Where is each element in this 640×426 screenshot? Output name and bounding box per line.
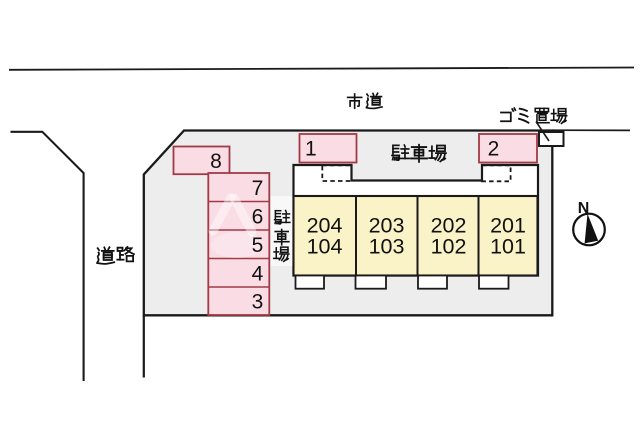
svg-text:102: 102	[431, 235, 467, 259]
svg-text:104: 104	[307, 235, 343, 259]
svg-text:6: 6	[252, 205, 264, 228]
svg-text:2: 2	[488, 138, 500, 161]
svg-text:204: 204	[307, 213, 343, 237]
svg-text:1: 1	[305, 138, 317, 161]
svg-text:201: 201	[490, 213, 526, 237]
svg-text:4: 4	[252, 262, 264, 285]
svg-text:N: N	[578, 200, 590, 217]
svg-text:101: 101	[490, 235, 526, 259]
svg-text:202: 202	[431, 213, 467, 237]
svg-text:8: 8	[210, 150, 222, 173]
svg-text:7: 7	[252, 177, 264, 200]
svg-text:5: 5	[252, 234, 264, 257]
svg-text:203: 203	[369, 213, 405, 237]
svg-text:103: 103	[369, 235, 405, 259]
svg-text:3: 3	[252, 291, 264, 314]
